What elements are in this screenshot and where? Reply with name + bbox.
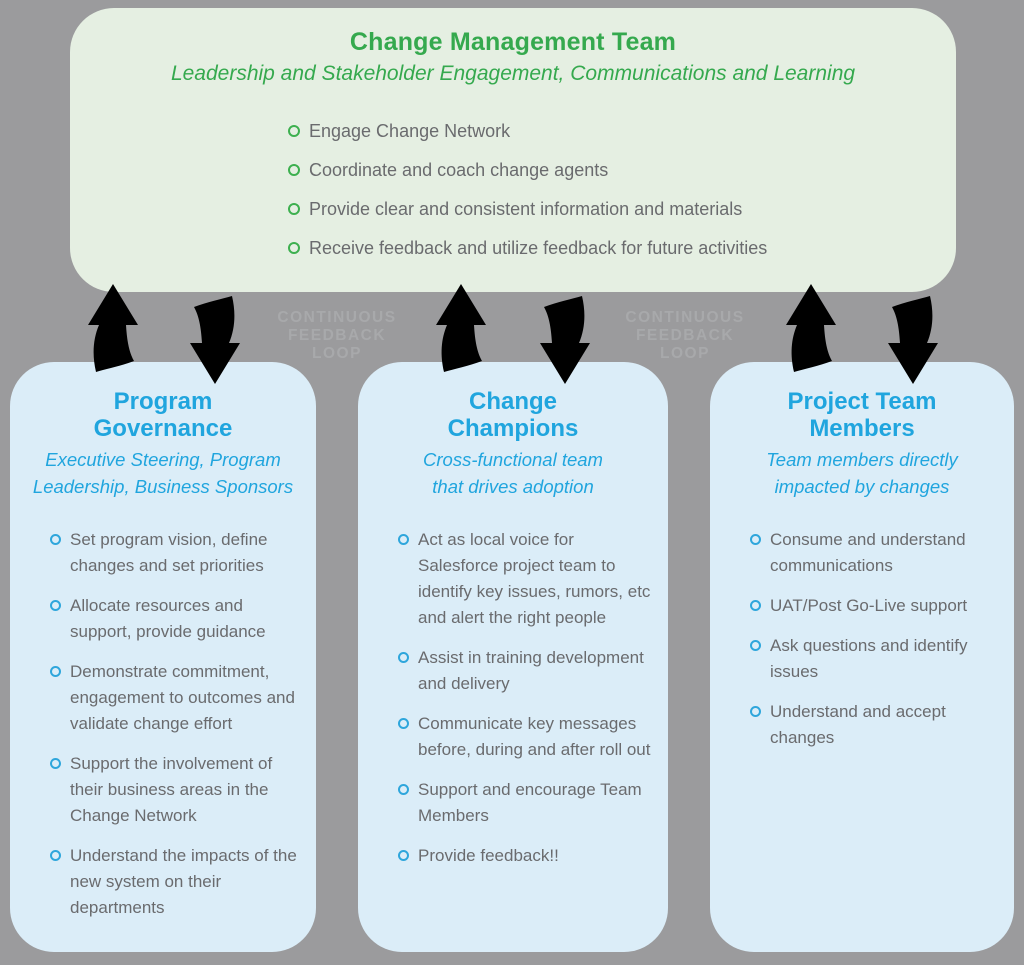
bullet-text: Understand and accept changes bbox=[770, 702, 946, 747]
bullet-item: Provide clear and consistent information… bbox=[288, 197, 956, 221]
bullet-circle-icon bbox=[50, 600, 61, 611]
column-subtitle-line: Cross-functional team bbox=[423, 449, 603, 470]
down-arrow-icon bbox=[888, 296, 938, 384]
bullet-circle-icon bbox=[750, 640, 761, 651]
column-subtitle-line: that drives adoption bbox=[432, 476, 594, 497]
bullet-text: Provide clear and consistent information… bbox=[309, 199, 743, 219]
bullet-circle-icon bbox=[398, 784, 409, 795]
continuous-feedback-loop-label: CONTINUOUS FEEDBACK LOOP bbox=[600, 309, 770, 363]
continuous-feedback-loop-label: CONTINUOUS FEEDBACK LOOP bbox=[252, 309, 422, 363]
top-box-subtitle: Leadership and Stakeholder Engagement, C… bbox=[170, 62, 856, 85]
column-title-line: Change bbox=[468, 388, 557, 415]
up-arrow-icon bbox=[88, 284, 138, 372]
program-governance-box: Program Governance Executive Steering, P… bbox=[10, 362, 316, 952]
column-subtitle: Cross-functional team that drives adopti… bbox=[358, 446, 668, 500]
column-bullet-list: Act as local voice for Salesforce projec… bbox=[358, 527, 668, 869]
column-subtitle-line: impacted by changes bbox=[774, 476, 950, 497]
bullet-text: Support the involvement of their busines… bbox=[70, 754, 273, 825]
bullet-text: Receive feedback and utilize feedback fo… bbox=[309, 238, 768, 258]
bullet-circle-icon bbox=[50, 850, 61, 861]
loop-label-line: FEEDBACK bbox=[287, 327, 387, 344]
loop-label-line: CONTINUOUS bbox=[277, 309, 397, 326]
column-title-line: Governance bbox=[93, 415, 233, 442]
down-arrow-icon bbox=[190, 296, 240, 384]
bullet-item: Consume and understand communications bbox=[750, 527, 1002, 579]
bullet-item: Communicate key messages before, during … bbox=[398, 711, 656, 763]
bullet-text: Demonstrate commitment, engagement to ou… bbox=[70, 662, 295, 733]
down-arrow-icon bbox=[540, 296, 590, 384]
bullet-circle-icon bbox=[398, 850, 409, 861]
bullet-text: Provide feedback!! bbox=[418, 846, 559, 865]
bullet-item: Support and encourage Team Members bbox=[398, 777, 656, 829]
column-bullet-list: Set program vision, define changes and s… bbox=[10, 527, 316, 921]
bullet-circle-icon bbox=[398, 534, 409, 545]
change-management-team-box: Change Management Team Leadership and St… bbox=[70, 8, 956, 292]
bullet-item: Set program vision, define changes and s… bbox=[50, 527, 304, 579]
bullet-text: UAT/Post Go-Live support bbox=[770, 596, 968, 615]
bullet-item: Receive feedback and utilize feedback fo… bbox=[288, 236, 956, 260]
top-box-title: Change Management Team bbox=[349, 28, 677, 56]
bullet-circle-icon bbox=[50, 666, 61, 677]
bullet-text: Engage Change Network bbox=[309, 121, 511, 141]
bullet-item: Ask questions and identify issues bbox=[750, 633, 1002, 685]
column-subtitle: Team members directly impacted by change… bbox=[710, 446, 1014, 500]
top-box-bullet-list: Engage Change Network Coordinate and coa… bbox=[288, 119, 956, 260]
loop-label-line: CONTINUOUS bbox=[625, 309, 745, 326]
bullet-text: Allocate resources and support, provide … bbox=[70, 596, 266, 641]
bullet-text: Assist in training development and deliv… bbox=[418, 648, 644, 693]
column-subtitle-line: Leadership, Business Sponsors bbox=[32, 476, 294, 497]
bullet-item: Allocate resources and support, provide … bbox=[50, 593, 304, 645]
loop-label-line: LOOP bbox=[312, 345, 362, 362]
bullet-circle-icon bbox=[288, 125, 300, 137]
bullet-text: Ask questions and identify issues bbox=[770, 636, 968, 681]
bullet-circle-icon bbox=[750, 706, 761, 717]
column-title: Project Team Members bbox=[710, 388, 1014, 442]
bullet-text: Act as local voice for Salesforce projec… bbox=[418, 530, 651, 627]
column-title-line: Program bbox=[113, 388, 213, 415]
up-arrow-icon bbox=[436, 284, 486, 372]
column-title-line: Project Team bbox=[787, 388, 937, 415]
loop-label-line: LOOP bbox=[660, 345, 710, 362]
up-arrow-icon bbox=[786, 284, 836, 372]
bullet-circle-icon bbox=[50, 758, 61, 769]
column-title: Change Champions bbox=[358, 388, 668, 442]
bullet-text: Support and encourage Team Members bbox=[418, 780, 642, 825]
column-subtitle-line: Executive Steering, Program bbox=[45, 449, 281, 470]
loop-label-line: FEEDBACK bbox=[635, 327, 735, 344]
bullet-text: Consume and understand communications bbox=[770, 530, 966, 575]
bullet-circle-icon bbox=[50, 534, 61, 545]
column-title-line: Members bbox=[809, 415, 915, 442]
bullet-circle-icon bbox=[398, 652, 409, 663]
bullet-circle-icon bbox=[750, 600, 761, 611]
bullet-item: Demonstrate commitment, engagement to ou… bbox=[50, 659, 304, 737]
project-team-members-box: Project Team Members Team members direct… bbox=[710, 362, 1014, 952]
column-title: Program Governance bbox=[10, 388, 316, 442]
bullet-text: Set program vision, define changes and s… bbox=[70, 530, 268, 575]
bullet-circle-icon bbox=[288, 242, 300, 254]
bullet-item: Support the involvement of their busines… bbox=[50, 751, 304, 829]
bullet-item: Understand and accept changes bbox=[750, 699, 1002, 751]
column-bullet-list: Consume and understand communications UA… bbox=[710, 527, 1014, 751]
bullet-text: Understand the impacts of the new system… bbox=[70, 846, 297, 917]
bullet-item: Understand the impacts of the new system… bbox=[50, 843, 304, 921]
bullet-text: Communicate key messages before, during … bbox=[418, 714, 651, 759]
bullet-item: Act as local voice for Salesforce projec… bbox=[398, 527, 656, 631]
bullet-item: Engage Change Network bbox=[288, 119, 956, 143]
bullet-circle-icon bbox=[288, 164, 300, 176]
column-title-line: Champions bbox=[447, 415, 579, 442]
bullet-circle-icon bbox=[398, 718, 409, 729]
bullet-circle-icon bbox=[288, 203, 300, 215]
bullet-item: Coordinate and coach change agents bbox=[288, 158, 956, 182]
change-champions-box: Change Champions Cross-functional team t… bbox=[358, 362, 668, 952]
bullet-item: UAT/Post Go-Live support bbox=[750, 593, 1002, 619]
bullet-item: Provide feedback!! bbox=[398, 843, 656, 869]
bullet-item: Assist in training development and deliv… bbox=[398, 645, 656, 697]
column-subtitle: Executive Steering, Program Leadership, … bbox=[10, 446, 316, 500]
column-subtitle-line: Team members directly bbox=[766, 449, 958, 470]
bullet-text: Coordinate and coach change agents bbox=[309, 160, 609, 180]
bullet-circle-icon bbox=[750, 534, 761, 545]
